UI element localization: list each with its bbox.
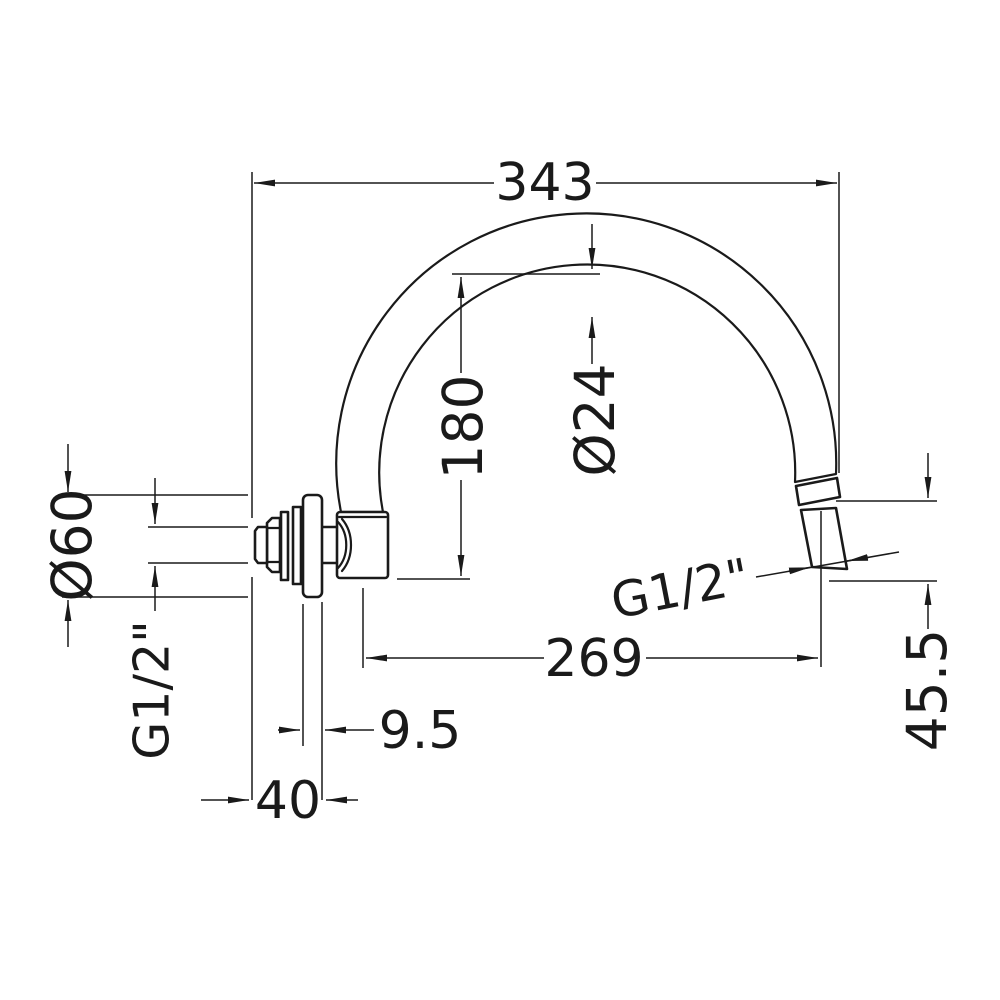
elbow-fillet-outer bbox=[336, 520, 348, 570]
wall-thread-stub bbox=[253, 525, 269, 565]
dim-value-95: 9.5 bbox=[379, 701, 462, 761]
dim-value-40: 40 bbox=[255, 771, 321, 831]
dim-outlet-drop: 45.5 bbox=[829, 453, 959, 751]
dim-value-d24: Ø24 bbox=[563, 363, 627, 476]
dim-centre-distance: 269 bbox=[362, 511, 822, 689]
dim-line-g12r-main bbox=[755, 551, 900, 578]
dim-overall-width: 343 bbox=[251, 153, 840, 800]
dim-value-269: 269 bbox=[544, 629, 643, 689]
dim-value-g12-left: G1/2" bbox=[124, 620, 181, 759]
dim-tube-diameter: Ø24 bbox=[563, 224, 627, 477]
wall-flange bbox=[301, 493, 324, 599]
shower-arm-assembly bbox=[253, 212, 849, 599]
dim-wall-projection: 40 bbox=[201, 771, 358, 831]
hex-nut bbox=[265, 516, 282, 574]
elbow-block bbox=[335, 510, 390, 580]
dim-arc-height: 180 bbox=[397, 273, 600, 580]
elbow-fillet-inner bbox=[340, 517, 353, 573]
washer-outer bbox=[279, 510, 290, 582]
dim-line-g12r-arrow-right bbox=[846, 554, 870, 562]
dim-flange-thickness: 9.5 bbox=[278, 602, 461, 800]
dim-value-455: 45.5 bbox=[895, 629, 959, 751]
dim-wall-thread: G1/2" bbox=[124, 478, 248, 760]
dim-line-g12r-arrow-left bbox=[788, 566, 811, 575]
dim-value-g12-right: G1/2" bbox=[606, 548, 754, 631]
dim-value-343: 343 bbox=[495, 153, 594, 213]
outlet-thread-stub bbox=[799, 506, 849, 571]
dim-flange-diameter: Ø60 bbox=[40, 444, 248, 647]
dim-value-d60: Ø60 bbox=[40, 488, 104, 601]
outlet-collar bbox=[794, 476, 842, 507]
washer-inner bbox=[291, 505, 303, 586]
dim-outlet-thread: G1/2" bbox=[606, 548, 900, 631]
dim-value-180: 180 bbox=[431, 375, 495, 480]
